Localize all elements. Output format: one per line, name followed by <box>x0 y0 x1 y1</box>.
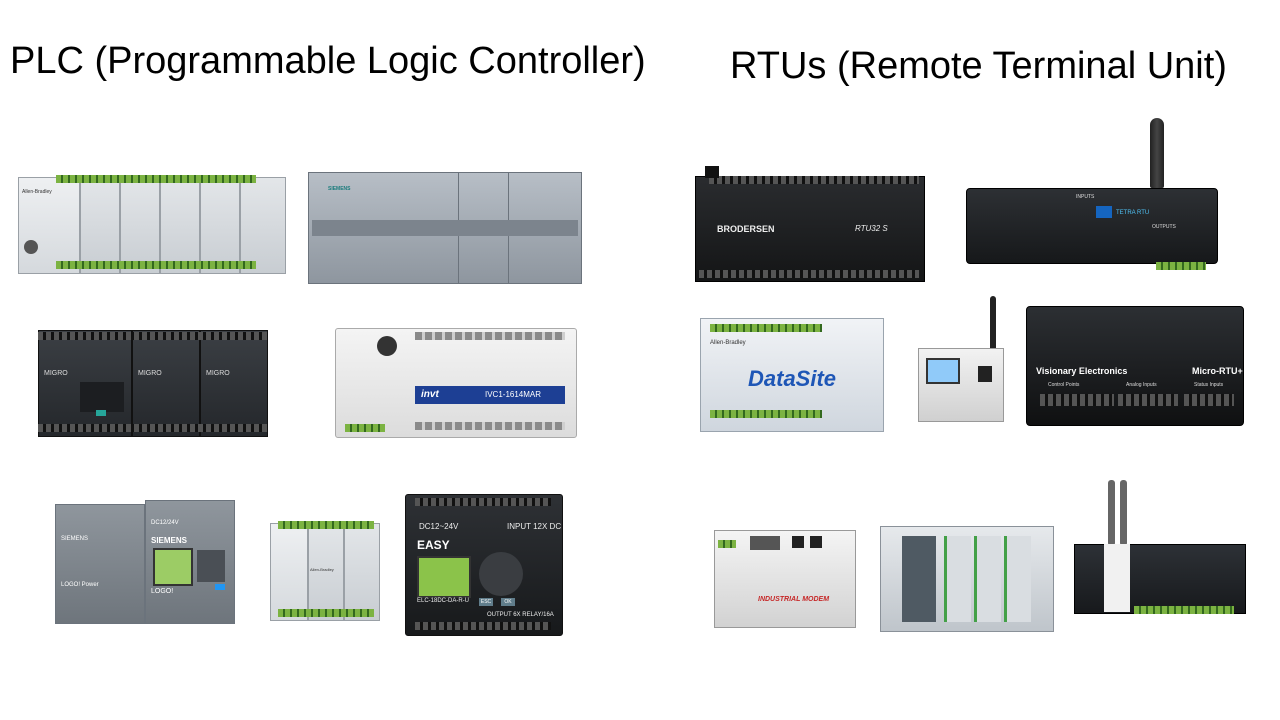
plc-image-migro: MIGRO MIGRO MIGRO <box>38 330 268 437</box>
rtu-image-datasite: Allen-Bradley DataSite <box>700 318 884 432</box>
easy-inputs: INPUT 12X DC <box>507 522 562 531</box>
plc-image-logo: SIEMENS LOGO! Power SIEMENS DC12/24V LOG… <box>55 500 235 624</box>
plc-image-invt: invt IVC1-1614MAR <box>335 328 577 438</box>
migro-brand-3: MIGRO <box>206 370 230 377</box>
logo-keypad <box>197 550 225 582</box>
micrortu-status: Status Inputs <box>1194 382 1224 388</box>
rtu-image-modem: INDUSTRIAL MODEM <box>714 530 856 628</box>
micro850-brand: Allen-Bradley <box>22 189 52 195</box>
invt-dial-icon <box>377 336 397 356</box>
plc-title: PLC (Programmable Logic Controller) <box>10 40 646 82</box>
micro810-brand: Allen-Bradley <box>310 567 334 572</box>
logo-power-label: LOGO! Power <box>61 582 99 588</box>
antenna-icon <box>1120 480 1127 546</box>
rtu-image-rtu32s: BRODERSEN RTU32 S <box>695 166 925 282</box>
migro-button <box>96 410 106 416</box>
rtu-image-rack <box>880 526 1054 632</box>
easy-display <box>417 556 471 598</box>
micrortu-model: Micro-RTU+ <box>1192 366 1243 376</box>
antenna-icon <box>990 296 996 358</box>
rtu-title: RTUs (Remote Terminal Unit) <box>730 45 1227 87</box>
serial-port-icon <box>24 240 38 254</box>
invt-brand: invt <box>421 389 439 400</box>
rtu-image-tetra: INPUTS TETRA RTU OUTPUTS <box>966 118 1218 274</box>
gsm-display <box>926 358 960 384</box>
s7-1200-brand: SIEMENS <box>328 186 351 192</box>
migro-brand: MIGRO <box>44 370 68 377</box>
logo-brand: SIEMENS <box>151 536 188 545</box>
plc-image-easy: DC12~24V INPUT 12X DC EASY ESC OK ELC-18… <box>405 494 563 636</box>
antenna-icon <box>1108 480 1115 546</box>
rtu-image-gsm <box>918 296 1004 422</box>
datasite-brand: Allen-Bradley <box>710 340 746 346</box>
easy-esc-button: ESC <box>479 598 493 606</box>
easy-brand: EASY <box>417 538 450 552</box>
antenna-icon <box>1150 118 1164 188</box>
easy-outputs: OUTPUT 6X RELAY/16A <box>487 612 554 618</box>
micrortu-analog: Analog Inputs <box>1126 382 1157 388</box>
migro-brand-2: MIGRO <box>138 370 162 377</box>
rtu32s-model: RTU32 S <box>855 224 888 233</box>
rtu32s-brand: BRODERSEN <box>717 224 775 234</box>
tetra-brand: TETRA RTU <box>1116 210 1150 216</box>
migro-keypad <box>80 382 124 412</box>
micrortu-brand: Visionary Electronics <box>1036 366 1128 376</box>
easy-model: ELC-18DC-DA-R-U <box>417 598 470 604</box>
micrortu-points: Control Points <box>1048 382 1080 388</box>
rtu-image-modular <box>1074 480 1246 616</box>
logo-product: LOGO! <box>151 588 174 595</box>
logo-voltage: DC12/24V <box>151 520 179 526</box>
plc-image-micro850: Allen-Bradley <box>18 165 286 280</box>
tetra-inputs: INPUTS <box>1076 194 1095 200</box>
logo-display <box>153 548 193 586</box>
tetra-outputs: OUTPUTS <box>1152 224 1176 230</box>
invt-model: IVC1-1614MAR <box>485 390 542 399</box>
logo-ok-button <box>215 584 225 590</box>
plc-image-micro810: Allen-Bradley <box>270 515 380 627</box>
rtu-image-micrortu: Visionary Electronics Micro-RTU+ Control… <box>1026 306 1244 426</box>
datasite-product: DataSite <box>748 366 837 391</box>
easy-voltage: DC12~24V <box>419 522 459 531</box>
logo-power-brand: SIEMENS <box>61 536 89 542</box>
easy-ok-button: OK <box>501 598 515 606</box>
modem-label: INDUSTRIAL MODEM <box>758 596 830 603</box>
plc-image-s7-1200: SIEMENS <box>308 168 582 286</box>
easy-dpad <box>479 552 523 596</box>
